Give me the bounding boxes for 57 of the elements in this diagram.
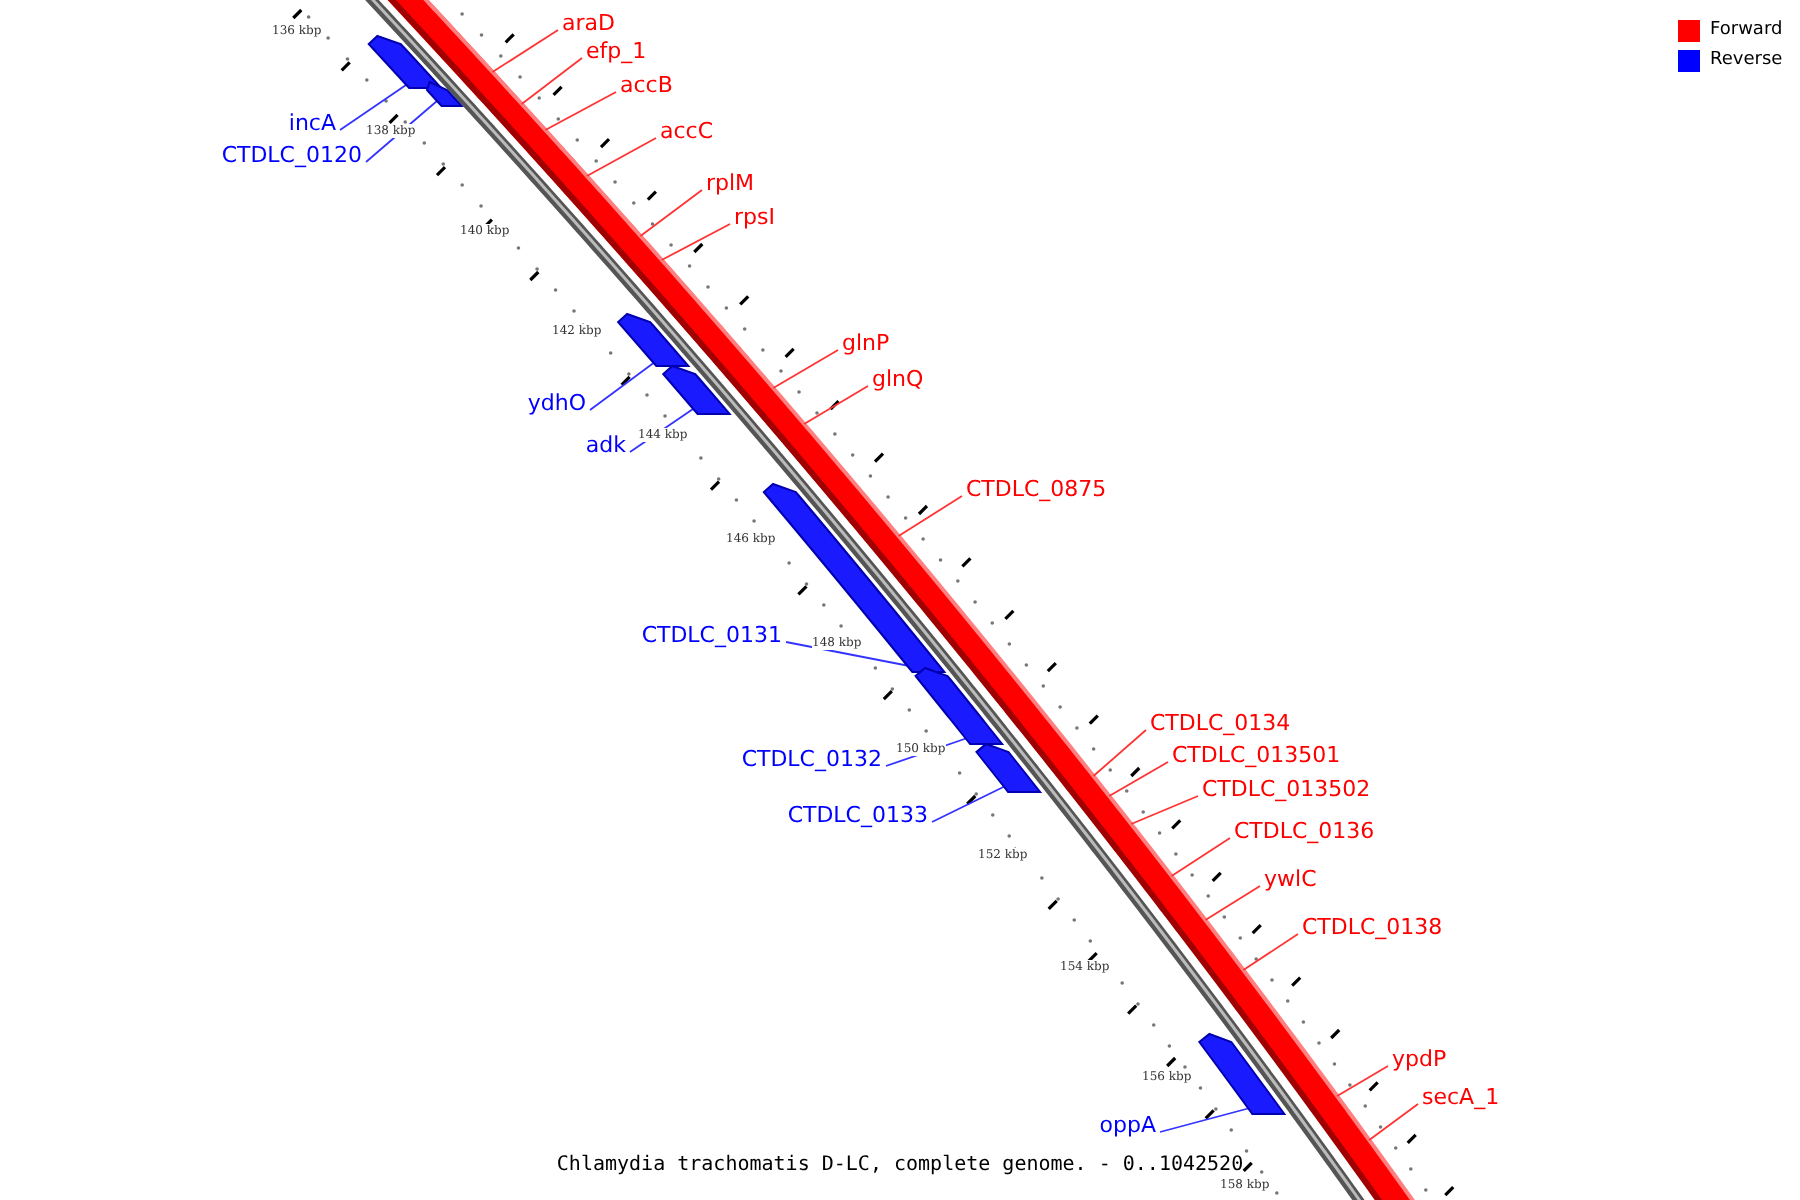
caption: Chlamydia trachomatis D-LC, complete genome. - 0..1042520 [556, 1154, 1244, 1176]
gene-label: CTDLC_0875 [966, 476, 1107, 502]
leader-line [1170, 837, 1231, 877]
gene-label: adk [585, 432, 626, 458]
gene-label: CTDLC_013502 [1202, 776, 1371, 802]
leader-line [520, 57, 583, 105]
gene-label: ypdP [1392, 1046, 1447, 1072]
gene-label: CTDLC_0134 [1150, 710, 1291, 736]
leader-line [589, 361, 656, 411]
gene-label: incA [288, 110, 336, 136]
leader-line [803, 385, 869, 425]
gene-label: CTDLC_0133 [787, 802, 928, 828]
leader-line [1092, 729, 1147, 777]
reverse-gene-block [425, 80, 464, 107]
leader-line [785, 641, 911, 667]
gene-label: ywlC [1264, 866, 1317, 892]
gene-label: CTDLC_0136 [1234, 818, 1375, 844]
reverse-gene-block [616, 312, 691, 367]
gene-label: efp_1 [586, 38, 647, 64]
leader-line [1242, 933, 1299, 971]
reverse-gene-block [367, 34, 444, 89]
gene-label: CTDLC_0131 [641, 622, 782, 648]
gene-label: oppA [1099, 1112, 1156, 1138]
leader-line [1130, 795, 1199, 825]
reverse-gene-block [1197, 1032, 1287, 1115]
gene-label: glnQ [872, 366, 924, 392]
reverse-gene-block [975, 742, 1043, 793]
leader-line [772, 349, 839, 389]
leader-line [1368, 1103, 1419, 1141]
leader-line [1336, 1065, 1389, 1097]
gene-label: araD [562, 10, 615, 36]
leader-line [1204, 885, 1261, 921]
leader-line [897, 495, 963, 537]
leader-line [639, 189, 703, 237]
leader-line [1108, 761, 1169, 797]
gene-label: rpsI [734, 204, 775, 230]
reverse-gene-block [661, 364, 732, 415]
leader-line [931, 785, 1007, 823]
gene-label: ydhO [527, 390, 586, 416]
gene-label: CTDLC_0132 [741, 746, 882, 772]
leader-line [339, 83, 409, 131]
gene-label: rplM [706, 170, 755, 196]
gene-label: CTDLC_013501 [1172, 742, 1341, 768]
leader-line [586, 137, 657, 177]
legend-label: Forward [1710, 18, 1783, 42]
leader-line [1159, 1107, 1251, 1133]
leader-line [660, 223, 731, 261]
gene-label: glnP [842, 330, 890, 356]
leader-line [544, 91, 617, 131]
gene-label: secA_1 [1422, 1084, 1500, 1110]
gene-label: CTDLC_0138 [1302, 914, 1443, 940]
gene-label: accC [660, 118, 714, 144]
leader-line [491, 29, 559, 73]
gene-label: accB [620, 72, 673, 98]
gene-label: CTDLC_0120 [221, 142, 362, 168]
reverse-gene-block [914, 666, 1005, 745]
legend-label: Reverse [1710, 48, 1783, 72]
